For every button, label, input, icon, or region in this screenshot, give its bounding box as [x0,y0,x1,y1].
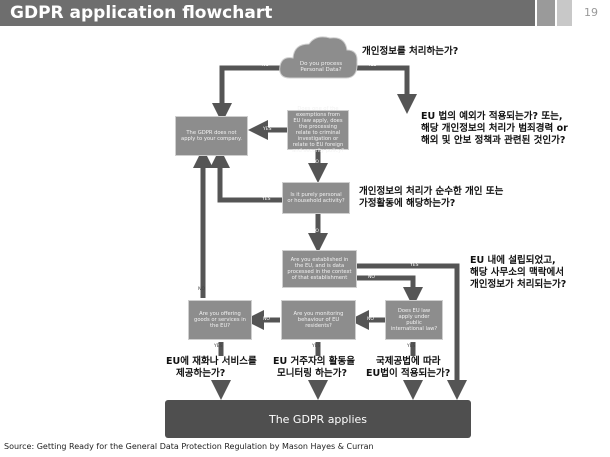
node-personal-household: Is it purely personal or household activ… [282,182,350,214]
annotation-k4-line3: 개인정보가 처리되는가? [470,279,567,290]
page-number: 19 [584,6,598,19]
annotation-k4-line1: EU 내에 설립되었고, [470,255,556,266]
label-q7-no: NO [367,317,374,322]
label-q1-no: NO [262,63,269,68]
annotation-k2-line3: 해외 및 안보 정책과 관련된 것인가? [421,135,566,146]
header: GDPR application flowchart 19 [0,0,610,26]
annotation-k4-line2: 해당 사무소의 맥락에서 [470,267,565,278]
node-process-personal-data: Do you process Personal Data? [299,61,343,73]
annotation-k7-line1: 국제공법에 따라 [376,356,441,368]
node-established-eu: Are you established in the EU, and is da… [282,250,357,288]
label-q7-yes: YES [407,344,416,349]
annotation-k5-line2: 제공하는가? [176,368,226,380]
node-eu-law-intl: Does EU law apply under public internati… [385,300,443,340]
page-title: GDPR application flowchart [10,3,273,23]
annotation-k1: 개인정보를 처리하는가? [362,46,459,57]
node-gdpr-applies: The GDPR applies [165,400,471,438]
edge-q3-yes [210,148,282,203]
label-q2-yes: YES [263,127,272,132]
node-gdpr-not-apply: The GDPR does not apply to your company. [175,116,248,156]
edge-q1-no [212,65,285,123]
header-decor-square [537,0,555,26]
edge-q4-yes [357,263,467,400]
annotation-k7-line2: EU법이 적용되는가? [366,368,451,380]
annotation-k6-line2: 모니터링 하는가? [277,368,347,380]
annotation-k2-line1: EU 법의 예외가 적용되는가? 또는, [421,111,563,122]
label-q1-yes: YES [368,63,377,68]
annotation-k3-line1: 개인정보의 처리가 순수한 개인 또는 [359,186,504,197]
edge-q1-yes [354,65,417,114]
source-citation: Source: Getting Ready for the General Da… [4,442,374,451]
annotation-k6-line1: EU 거주자의 활동을 [273,356,355,368]
node-monitoring-behaviour: Are you monitoring behaviour of EU resid… [281,300,356,340]
label-q2-no: NO [312,160,319,165]
annotation-k3-line2: 가정활동에 해당하는가? [359,198,456,209]
edge-q4-no [357,275,423,307]
label-q6-no: NO [263,317,270,322]
label-q3-no: NO [312,229,319,234]
node-exemptions: Does one of the exemptions from EU law a… [287,106,349,154]
node-offering-goods: Are you offering goods or services in th… [188,300,252,340]
label-q3-yes: YES [262,197,271,202]
label-q4-yes: YES [410,263,419,268]
cloud-shape [279,36,358,79]
header-decor-square [557,0,572,26]
label-q6-yes: YES [312,344,321,349]
label-q5-no: NO [198,287,205,292]
label-q4-no: NO [368,275,375,280]
label-q5-yes: YES [214,344,223,349]
annotation-k2-line2: 해당 개인정보의 처리가 범죄경력 or [421,123,568,134]
header-bar [0,0,535,26]
annotation-k5-line1: EU에 재화나 서비스를 [166,356,257,368]
